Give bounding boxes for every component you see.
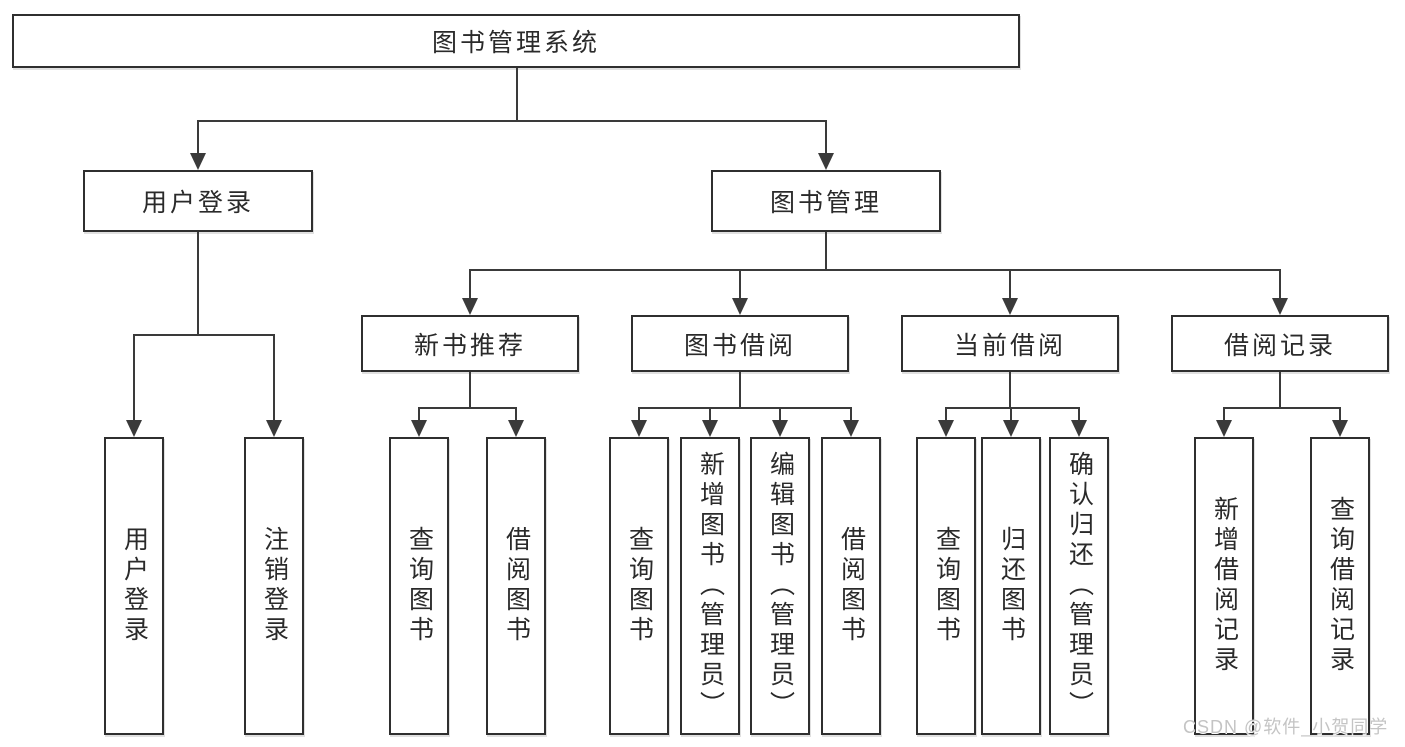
connector-line	[516, 68, 518, 121]
connector-line	[197, 120, 199, 153]
node-book-management: 图书管理	[711, 170, 941, 232]
arrow-down-icon	[126, 420, 142, 437]
arrow-down-icon	[1272, 298, 1288, 315]
arrow-down-icon	[938, 420, 954, 437]
connector-line	[1078, 407, 1080, 420]
node-library-management-system: 图书管理系统	[12, 14, 1020, 68]
leaf-confirm-return-admin: 确认归还（管理员）	[1049, 437, 1109, 735]
arrow-down-icon	[1003, 420, 1019, 437]
leaf-logout: 注销登录	[244, 437, 304, 735]
connector-line	[825, 232, 827, 271]
connector-line	[469, 269, 471, 298]
connector-line	[197, 232, 199, 336]
arrow-down-icon	[1332, 420, 1348, 437]
leaf-label: 新增图书（管理员）	[696, 451, 725, 721]
connector-line	[945, 407, 947, 420]
arrow-down-icon	[702, 420, 718, 437]
connector-line	[825, 120, 827, 153]
node-book-borrowing: 图书借阅	[631, 315, 849, 372]
leaf-return-book: 归还图书	[981, 437, 1041, 735]
connector-line	[1009, 372, 1011, 409]
leaf-label: 借阅图书	[502, 526, 531, 646]
leaf-query-books-recommend: 查询图书	[389, 437, 449, 735]
connector-line	[133, 334, 135, 420]
connector-line	[469, 372, 471, 409]
leaf-label: 查询图书	[625, 526, 654, 646]
connector-line	[418, 407, 517, 409]
arrow-down-icon	[462, 298, 478, 315]
leaf-label: 查询借阅记录	[1326, 496, 1355, 676]
arrow-down-icon	[1071, 420, 1087, 437]
connector-line	[1010, 407, 1012, 420]
connector-line	[638, 407, 852, 409]
leaf-label: 查询图书	[932, 526, 961, 646]
arrow-down-icon	[631, 420, 647, 437]
leaf-query-books-current: 查询图书	[916, 437, 976, 735]
node-borrowing-records: 借阅记录	[1171, 315, 1389, 372]
leaf-query-borrow-record: 查询借阅记录	[1310, 437, 1370, 735]
leaf-query-books-borrowing: 查询图书	[609, 437, 669, 735]
connector-line	[638, 407, 640, 420]
leaf-label: 新增借阅记录	[1210, 496, 1239, 676]
connector-line	[945, 407, 1080, 409]
node-user-login: 用户登录	[83, 170, 313, 232]
arrow-down-icon	[190, 153, 206, 170]
arrow-down-icon	[818, 153, 834, 170]
leaf-add-borrow-record: 新增借阅记录	[1194, 437, 1254, 735]
leaf-label: 用户登录	[120, 526, 149, 646]
arrow-down-icon	[508, 420, 524, 437]
arrow-down-icon	[843, 420, 859, 437]
connector-line	[850, 407, 852, 420]
leaf-label: 编辑图书（管理员）	[766, 451, 795, 721]
connector-line	[273, 334, 275, 420]
connector-line	[739, 372, 741, 409]
arrow-down-icon	[772, 420, 788, 437]
leaf-label: 归还图书	[997, 526, 1026, 646]
connector-line	[133, 334, 275, 336]
arrow-down-icon	[732, 298, 748, 315]
leaf-add-book-admin: 新增图书（管理员）	[680, 437, 740, 735]
arrow-down-icon	[411, 420, 427, 437]
connector-line	[1223, 407, 1341, 409]
connector-line	[779, 407, 781, 420]
leaf-user-login: 用户登录	[104, 437, 164, 735]
connector-line	[709, 407, 711, 420]
leaf-label: 确认归还（管理员）	[1065, 451, 1094, 721]
connector-line	[1279, 372, 1281, 409]
leaf-borrow-books-recommend: 借阅图书	[486, 437, 546, 735]
connector-line	[1279, 269, 1281, 298]
leaf-label: 注销登录	[260, 526, 289, 646]
arrow-down-icon	[1216, 420, 1232, 437]
connector-line	[1223, 407, 1225, 420]
connector-line	[197, 120, 827, 122]
watermark-text: CSDN @软件_小贺同学	[1183, 717, 1389, 737]
leaf-borrow-books: 借阅图书	[821, 437, 881, 735]
connector-line	[469, 269, 1281, 271]
arrow-down-icon	[266, 420, 282, 437]
leaf-label: 查询图书	[405, 526, 434, 646]
connector-line	[1009, 269, 1011, 298]
connector-line	[1339, 407, 1341, 420]
connector-line	[418, 407, 420, 420]
leaf-label: 借阅图书	[837, 526, 866, 646]
leaf-edit-book-admin: 编辑图书（管理员）	[750, 437, 810, 735]
arrow-down-icon	[1002, 298, 1018, 315]
connector-line	[739, 269, 741, 298]
node-current-borrowing: 当前借阅	[901, 315, 1119, 372]
node-new-book-recommendation: 新书推荐	[361, 315, 579, 372]
connector-line	[515, 407, 517, 420]
